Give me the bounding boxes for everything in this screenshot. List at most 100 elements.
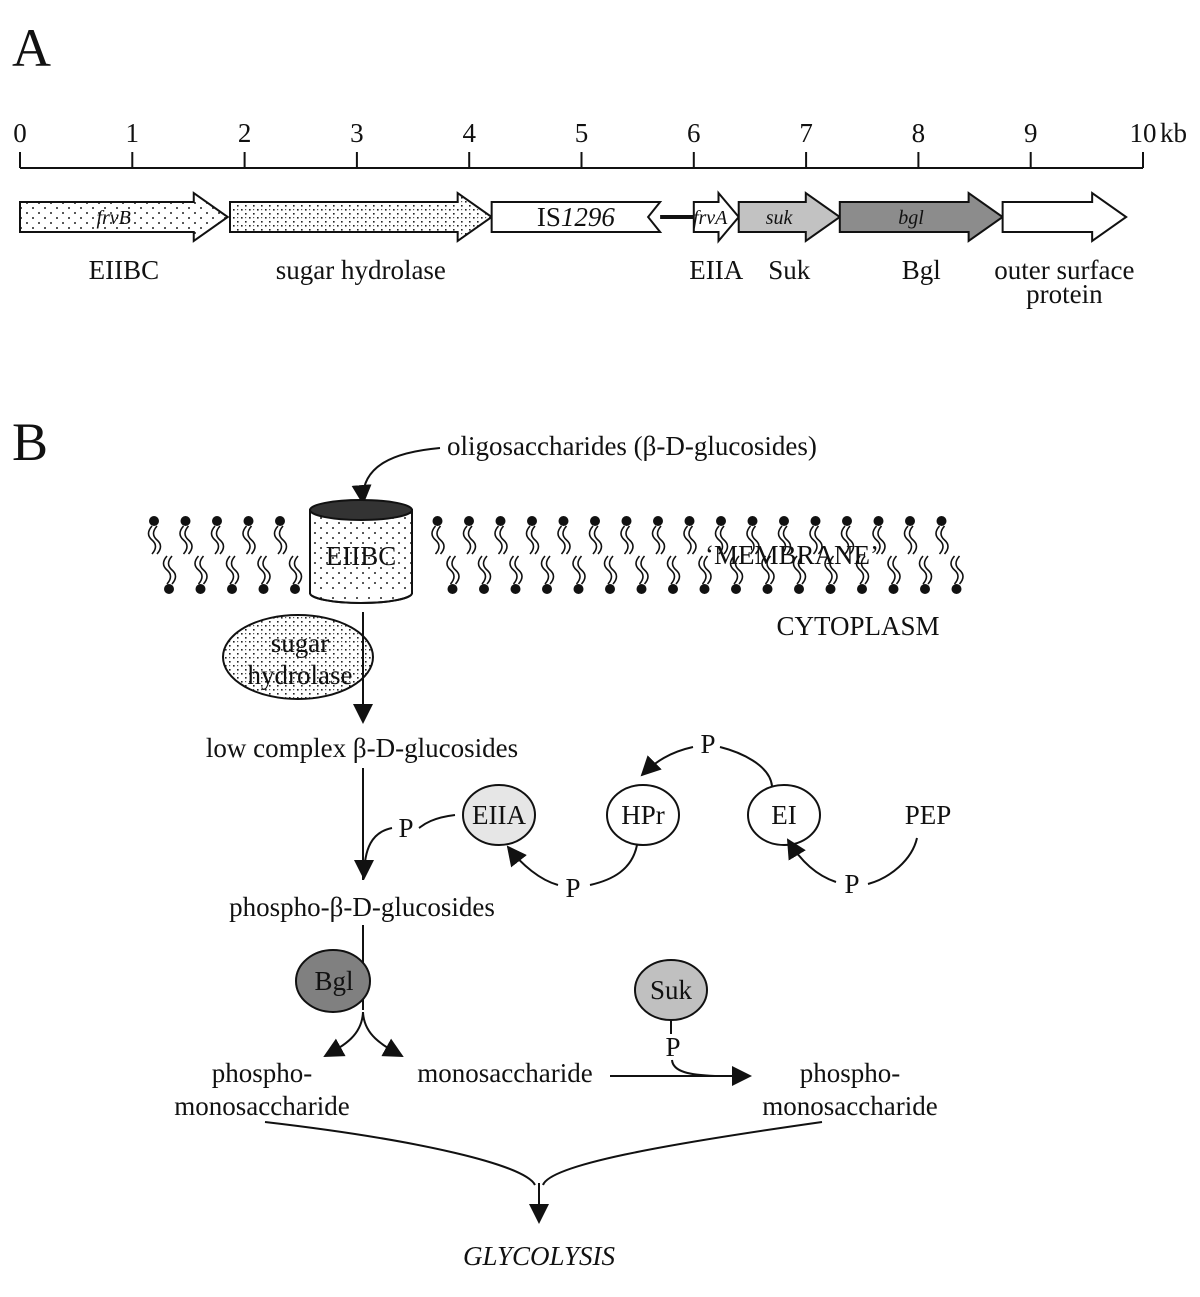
lipid-head [227,584,237,594]
lipid-tail [714,525,724,555]
lipid-tail [179,525,188,555]
lipid-tail [184,525,193,555]
sugar-hydrolase-ellipse [222,614,374,700]
lipid-tail [199,555,208,585]
lipid-tail [923,555,933,585]
lipid-tail [603,555,613,585]
lipid-tail [557,525,566,555]
lipid-tail [152,525,162,555]
p-to-ei-arrow [786,838,837,883]
lipid-head [873,516,884,526]
lipid-tail [729,555,739,585]
lipid-tail [514,555,523,585]
p-label-suk: P [665,1032,680,1062]
scale-tick-label: 3 [350,118,364,148]
bgl-ellipse [295,949,371,1013]
panel-b-label: B [12,412,48,472]
scale-tick-label: 8 [912,118,926,148]
lipid-head [573,584,584,594]
lipid-tail [792,555,802,585]
lipid-head [432,516,443,526]
gene-arrow [692,190,741,244]
lipid-bilayer [147,516,964,594]
lipid-head [747,516,758,526]
lipid-tail [257,555,266,585]
cytoplasm-label: CYTOPLASM [776,611,939,641]
lipid-tail [215,525,225,555]
lipid-tail [482,555,492,585]
lipid-tail [499,525,508,555]
lipid-tail [147,525,157,555]
lipid-head [636,584,647,594]
lipid-tail [167,555,177,585]
lipid-tail [666,555,676,585]
lipid-tail [494,525,503,555]
lipid-head [794,584,804,594]
lipid-tail [562,525,571,555]
lipid-tail [671,555,681,585]
p-label-ei: P [700,729,715,759]
pep-label: PEP [905,800,952,830]
lipid-tail [431,525,440,555]
lipid-tail [797,555,807,585]
pep-p-link [867,837,918,885]
is-prefix: IS [537,202,561,232]
lipid-tail [477,555,487,585]
lipid-tail [262,555,271,585]
left-to-glycolysis-curve [264,1121,536,1186]
lipid-head [212,516,222,526]
lipid-tail [766,555,775,585]
is-number: 1296 [561,202,616,232]
lipid-tail [509,555,518,585]
lipid-head [495,516,506,526]
lipid-head [243,516,254,526]
scale-unit: kb [1160,118,1187,148]
lipid-tail [824,555,833,585]
lipid-head [527,516,537,526]
lipid-tail [572,555,581,585]
p-to-glucosides-arrow [354,827,393,880]
lipid-head [590,516,600,526]
lipid-head [621,516,632,526]
phospho-glucosides-label: phospho-β-D-glucosides [229,892,495,922]
glycolysis-label: GLYCOLYSIS [463,1241,615,1271]
lipid-tail [903,525,913,555]
lipid-head [653,516,663,526]
lipid-tail [845,525,855,555]
gene-name: suk [766,207,794,229]
lipid-tail [640,555,649,585]
lipid-head [888,584,899,594]
lipid-head [275,516,285,526]
scale-tick-label: 2 [238,118,252,148]
gene-arrow [1001,191,1128,243]
lipid-tail [451,555,460,585]
ei-p-link [719,746,773,787]
low-complex-label: low complex β-D-glucosides [206,733,518,763]
gene-name: frvB [96,207,130,229]
lipid-head [951,584,962,594]
lipid-head [905,516,915,526]
eiibc-channel [309,499,413,604]
lipid-head [920,584,930,594]
lipid-tail [935,525,944,555]
gene-product-label: sugar hydrolase [276,255,446,285]
lipid-tail [545,555,555,585]
right-to-glycolysis-curve [542,1121,823,1186]
lipid-tail [446,555,455,585]
eiia-ellipse [462,784,536,846]
scale-tick-label: 5 [575,118,589,148]
lipid-tail [877,525,886,555]
lipid-head [684,516,695,526]
lipid-tail [761,555,770,585]
sugar-hydrolase-line-2: hydrolase [248,660,353,690]
bgl-label: Bgl [314,966,353,996]
lipid-head [699,584,710,594]
lipid-tail [162,555,172,585]
lipid-head [842,516,852,526]
lipid-tail [860,555,870,585]
lipid-tail [540,555,550,585]
lipid-tail [608,555,618,585]
